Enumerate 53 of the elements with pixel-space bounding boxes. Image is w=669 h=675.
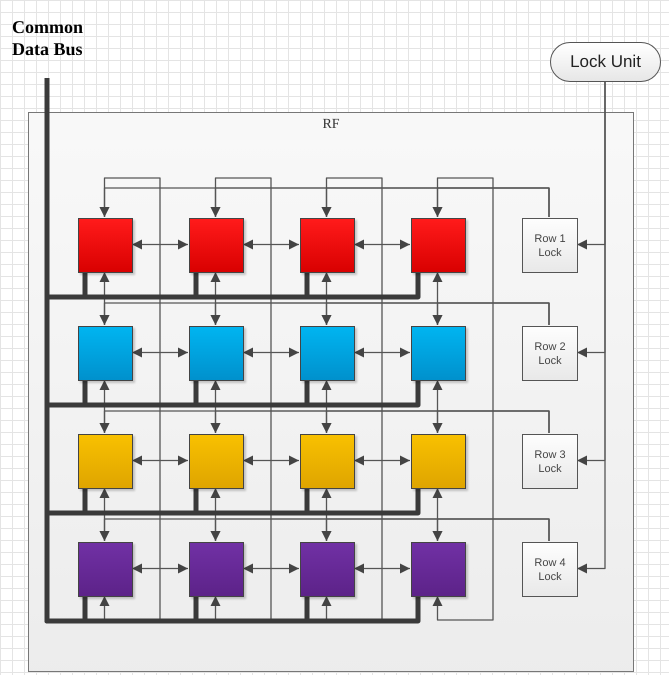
double-arrow xyxy=(132,240,188,250)
register-box xyxy=(189,326,244,381)
register-box xyxy=(300,326,355,381)
register-file-panel xyxy=(28,112,634,672)
double-arrow xyxy=(322,177,383,621)
double-arrow xyxy=(243,564,299,574)
double-arrow xyxy=(210,488,220,541)
double-arrow xyxy=(132,348,188,358)
double-arrow xyxy=(354,240,410,250)
register-box xyxy=(189,218,244,273)
register-box xyxy=(78,326,133,381)
double-arrow xyxy=(322,488,332,541)
double-arrow xyxy=(100,380,110,433)
double-arrow xyxy=(132,456,188,466)
register-box xyxy=(78,218,133,273)
double-arrow xyxy=(210,272,220,325)
row-lock-box: Row 4 Lock xyxy=(522,542,578,597)
register-box xyxy=(411,542,466,597)
double-arrow xyxy=(322,380,332,433)
double-arrow xyxy=(243,456,299,466)
register-box xyxy=(300,218,355,273)
double-arrow xyxy=(354,564,410,574)
row-lock-box: Row 1 Lock xyxy=(522,218,578,273)
register-box xyxy=(411,434,466,489)
row-lock-box: Row 2 Lock xyxy=(522,326,578,381)
double-arrow xyxy=(243,240,299,250)
register-box xyxy=(78,434,133,489)
double-arrow xyxy=(432,177,494,621)
register-box xyxy=(189,542,244,597)
bus-label: Common Data Bus xyxy=(12,16,104,64)
double-arrow xyxy=(432,488,442,541)
double-arrow xyxy=(100,488,110,541)
lock-unit-box: Lock Unit xyxy=(550,42,661,82)
double-arrow xyxy=(322,272,332,325)
double-arrow xyxy=(100,272,110,325)
register-box xyxy=(300,542,355,597)
register-box xyxy=(189,434,244,489)
arrow xyxy=(577,82,606,574)
register-box xyxy=(300,434,355,489)
double-arrow xyxy=(432,272,442,325)
double-arrow xyxy=(210,177,272,621)
register-box xyxy=(411,218,466,273)
double-arrow xyxy=(210,380,220,433)
double-arrow xyxy=(432,380,442,433)
row-lock-box: Row 3 Lock xyxy=(522,434,578,489)
double-arrow xyxy=(243,348,299,358)
double-arrow xyxy=(100,177,161,621)
double-arrow xyxy=(354,456,410,466)
register-box xyxy=(411,326,466,381)
panel-title: RF xyxy=(322,117,340,133)
double-arrow xyxy=(132,564,188,574)
double-arrow xyxy=(354,348,410,358)
register-box xyxy=(78,542,133,597)
